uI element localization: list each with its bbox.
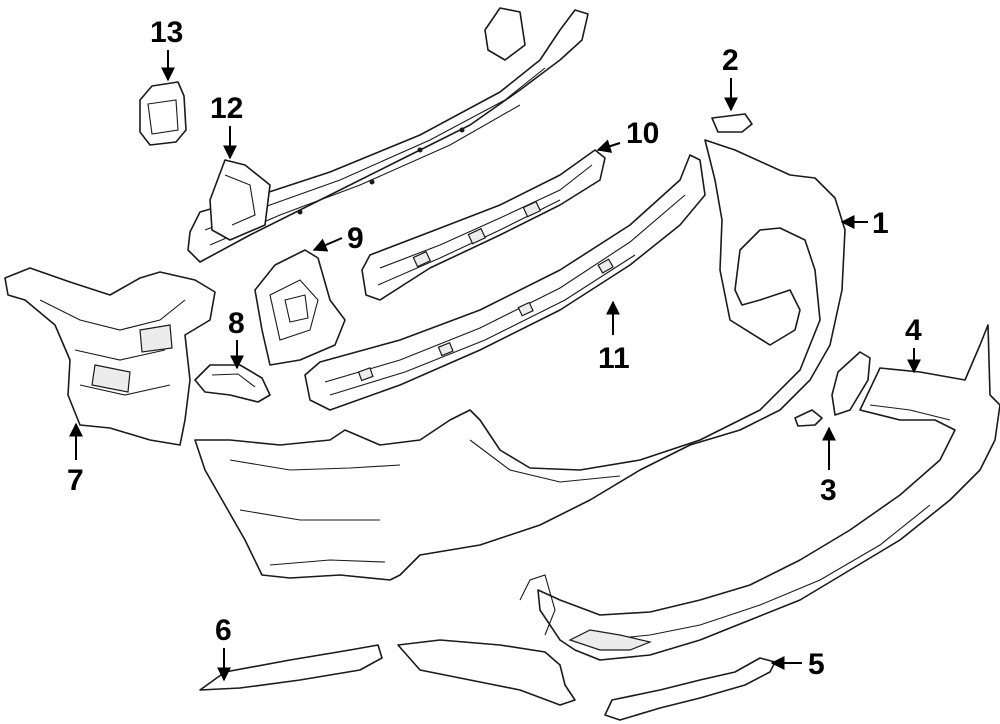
- svg-text:11: 11: [598, 342, 630, 375]
- svg-text:13: 13: [150, 16, 183, 49]
- callout-4: 4: [905, 314, 922, 374]
- svg-text:4: 4: [905, 314, 922, 347]
- callout-5: 5: [770, 648, 825, 681]
- part-11-lower-absorber[interactable]: [304, 154, 706, 411]
- svg-text:7: 7: [67, 464, 84, 497]
- callout-2: 2: [722, 44, 739, 112]
- callout-7: 7: [67, 422, 84, 497]
- callout-10: 10: [596, 117, 659, 153]
- part-8-reflector[interactable]: [194, 364, 271, 403]
- part-9-mounting-bracket[interactable]: [254, 249, 346, 366]
- part-10-energy-absorber[interactable]: [361, 149, 606, 301]
- svg-text:8: 8: [228, 307, 245, 340]
- callout-3: 3: [820, 426, 837, 507]
- callout-9: 9: [312, 222, 364, 255]
- part-12-reinforcement-beam[interactable]: [187, 7, 589, 263]
- callout-8: 8: [228, 307, 245, 370]
- svg-text:6: 6: [215, 614, 232, 647]
- svg-text:12: 12: [210, 92, 243, 125]
- callout-1: 1: [840, 207, 889, 240]
- svg-text:1: 1: [872, 207, 889, 240]
- part-13-cover-plate[interactable]: [139, 81, 187, 146]
- part-3-parking-sensor[interactable]: [794, 351, 871, 427]
- svg-text:2: 2: [722, 44, 739, 77]
- part-6-side-molding[interactable]: [199, 644, 383, 691]
- part-7-side-bracket[interactable]: [4, 267, 216, 446]
- callout-11: 11: [598, 300, 630, 375]
- callout-12: 12: [210, 92, 243, 160]
- svg-text:3: 3: [820, 474, 837, 507]
- part-5-trim-molding[interactable]: [604, 657, 776, 721]
- svg-text:5: 5: [808, 648, 825, 681]
- svg-text:9: 9: [347, 222, 364, 255]
- callout-6: 6: [215, 614, 232, 682]
- part-2-trim-piece[interactable]: [711, 113, 753, 133]
- svg-text:10: 10: [626, 117, 659, 150]
- part-1-bumper-cover[interactable]: [194, 139, 846, 581]
- callout-13: 13: [150, 16, 183, 82]
- part-4-lower-valance[interactable]: [519, 324, 1000, 661]
- part-4-valance-left-segment[interactable]: [397, 639, 576, 706]
